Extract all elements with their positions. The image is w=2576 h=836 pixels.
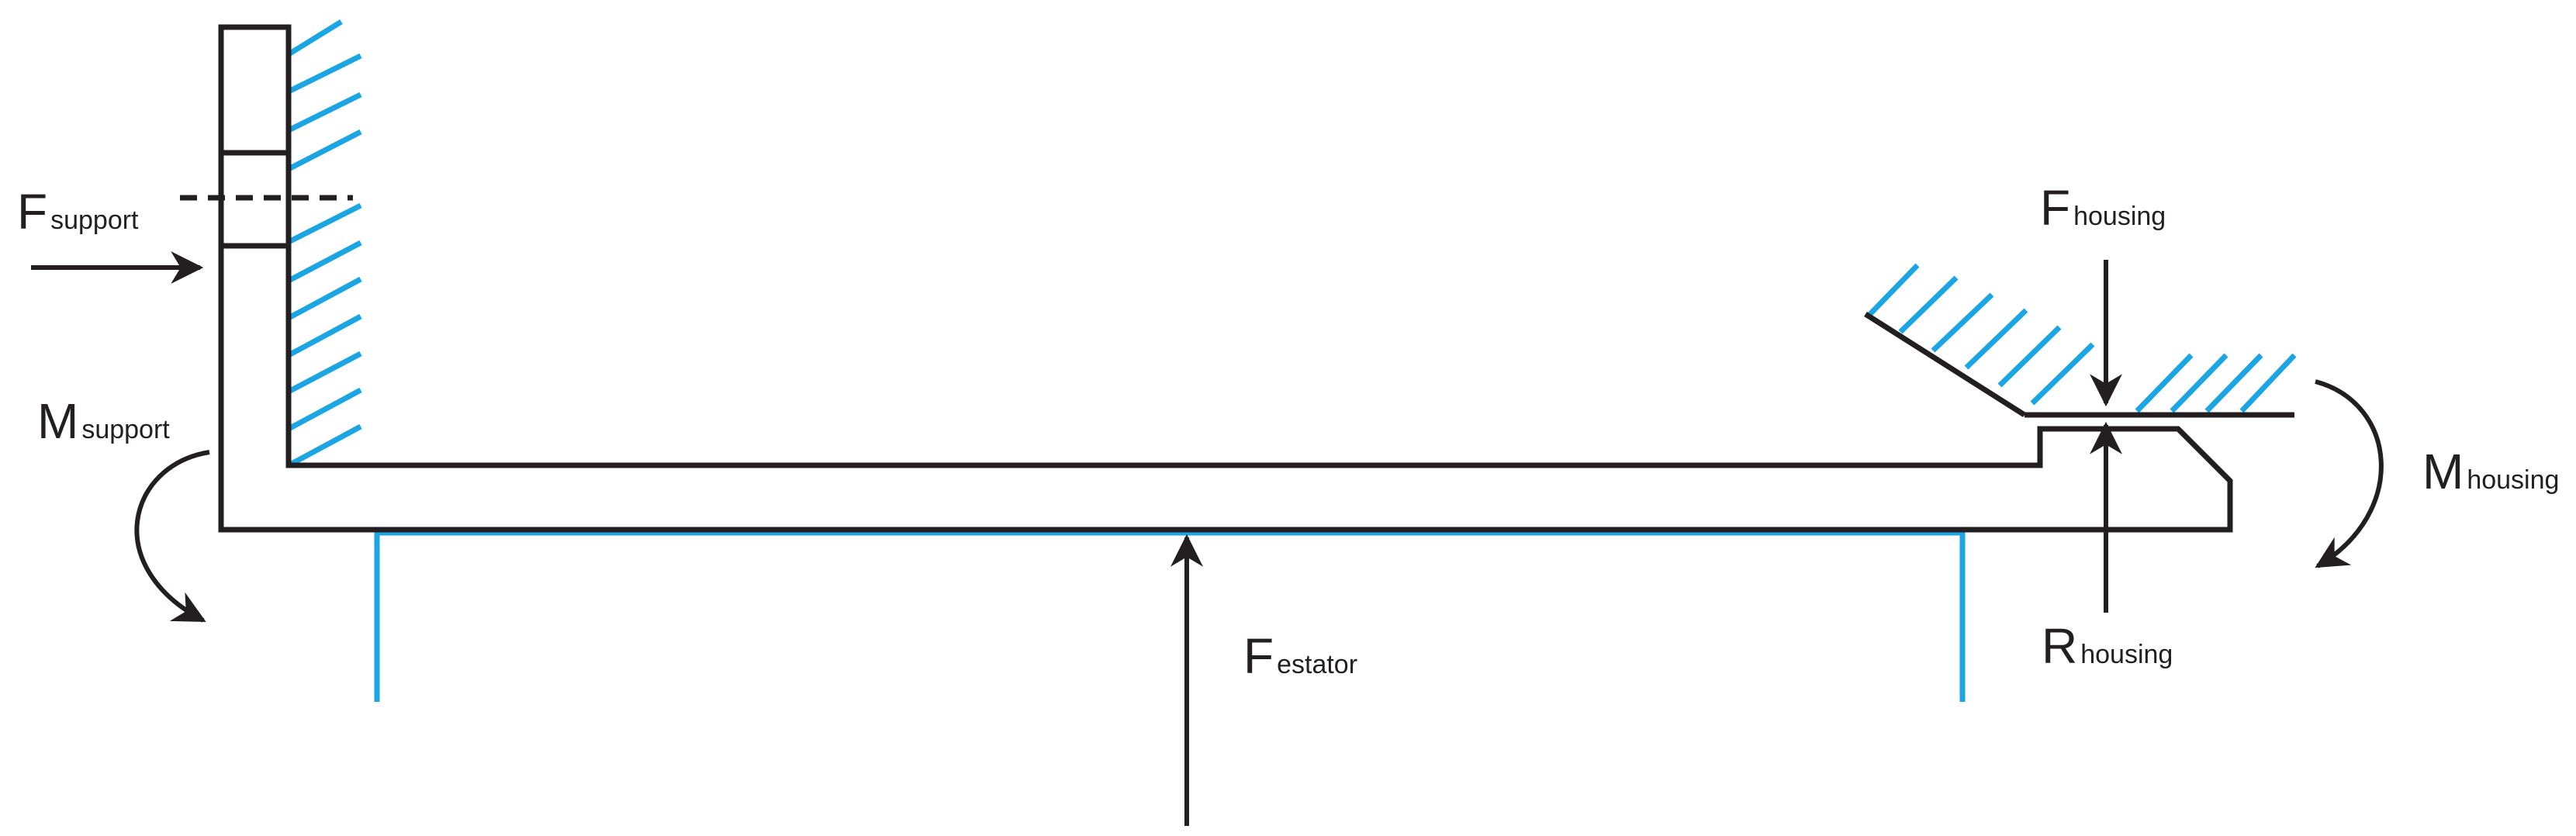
housing-hatch-slope [1865,263,2095,406]
housing-hatch-flat [2135,353,2297,413]
m-housing-arrow [2315,379,2384,568]
wall-hatch-left [287,19,362,468]
support-structure [218,24,2294,533]
m-support-arrow [134,450,210,623]
stator-outline [374,530,1966,702]
